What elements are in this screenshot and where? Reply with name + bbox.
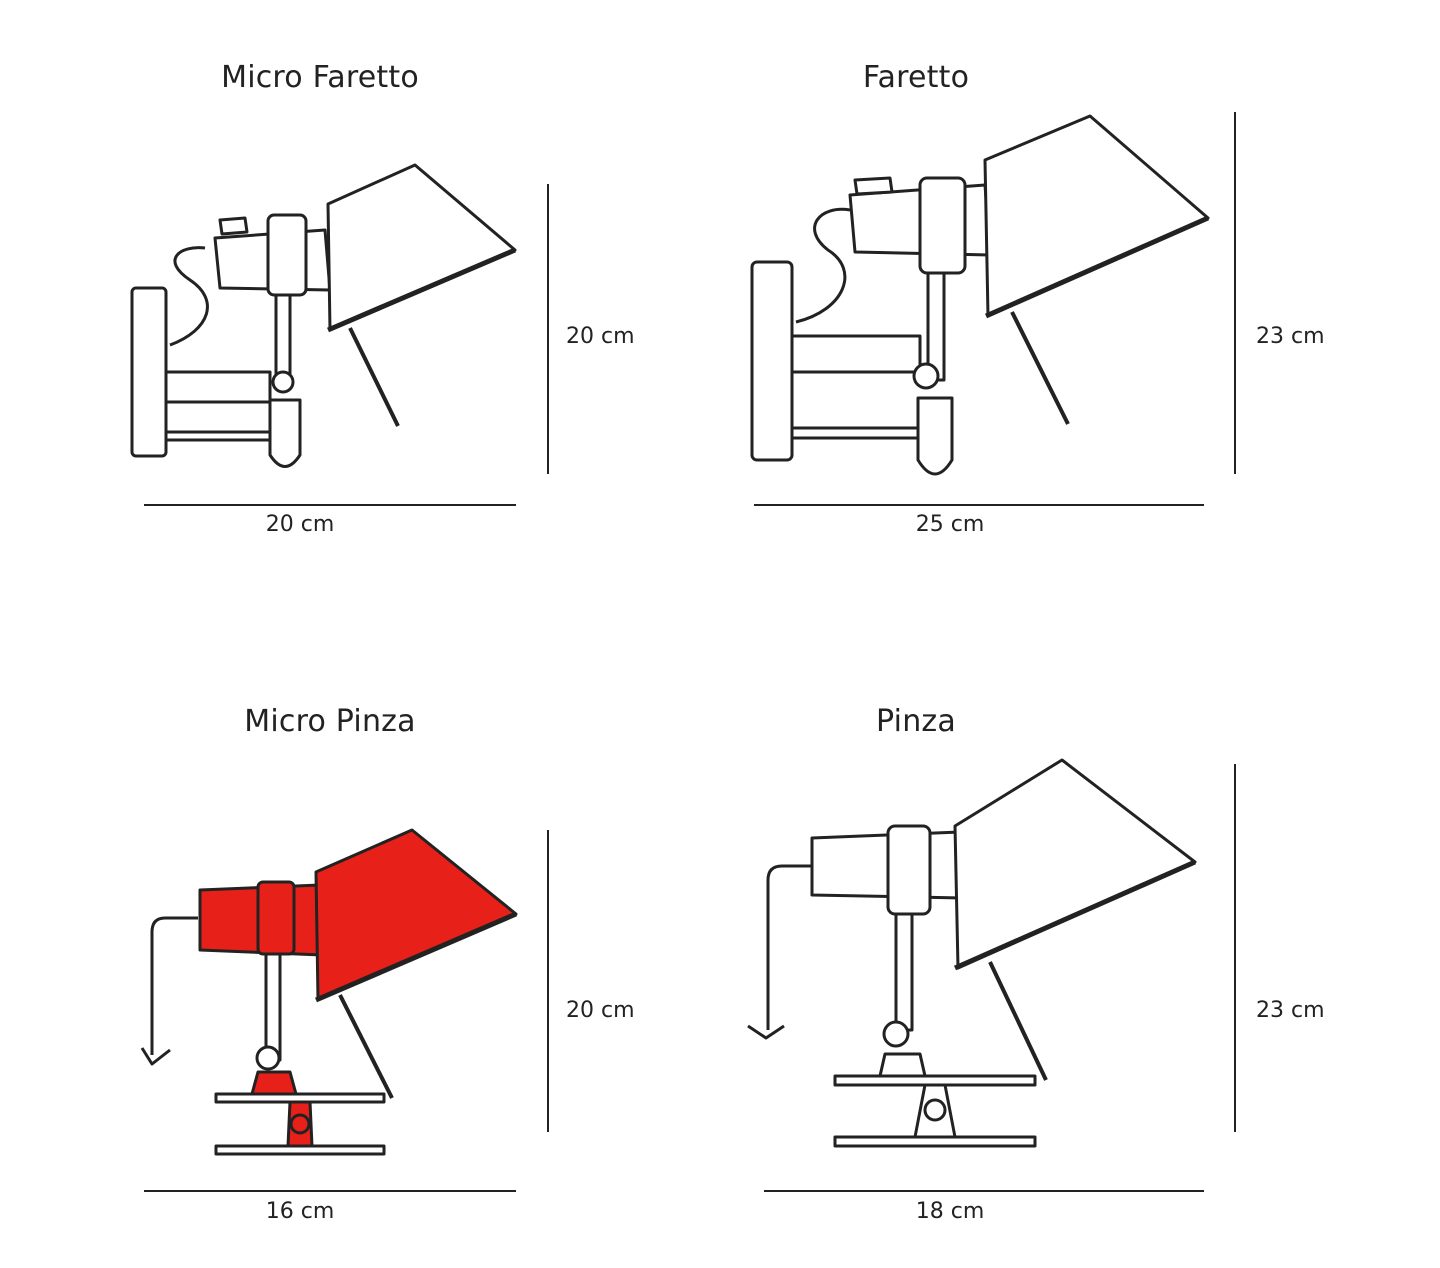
pinza-height-label: 23 cm — [1256, 998, 1325, 1023]
faretto-width-line — [754, 504, 1204, 506]
faretto-height-line — [1234, 112, 1236, 474]
panel-title-faretto: Faretto — [862, 60, 970, 95]
faretto-width-label: 25 cm — [915, 512, 985, 537]
micro-pinza-width-label: 16 cm — [265, 1199, 335, 1224]
micro-pinza-width-line — [144, 1190, 516, 1192]
micro-faretto-height-label: 20 cm — [566, 324, 635, 349]
micro-faretto-height-line — [547, 184, 549, 474]
micro-pinza-height-label: 20 cm — [566, 998, 635, 1023]
pinza-width-label: 18 cm — [915, 1199, 985, 1224]
pinza-width-line — [764, 1190, 1204, 1192]
micro-pinza-height-line — [547, 830, 549, 1132]
pinza-height-line — [1234, 764, 1236, 1132]
micro-faretto-width-line — [144, 504, 516, 506]
micro-faretto-width-label: 20 cm — [265, 512, 335, 537]
panel-title-micro-faretto: Micro Faretto — [221, 60, 419, 95]
faretto-height-label: 23 cm — [1256, 324, 1325, 349]
panel-title-micro-pinza: Micro Pinza — [244, 704, 416, 739]
panel-title-pinza: Pinza — [876, 704, 956, 739]
